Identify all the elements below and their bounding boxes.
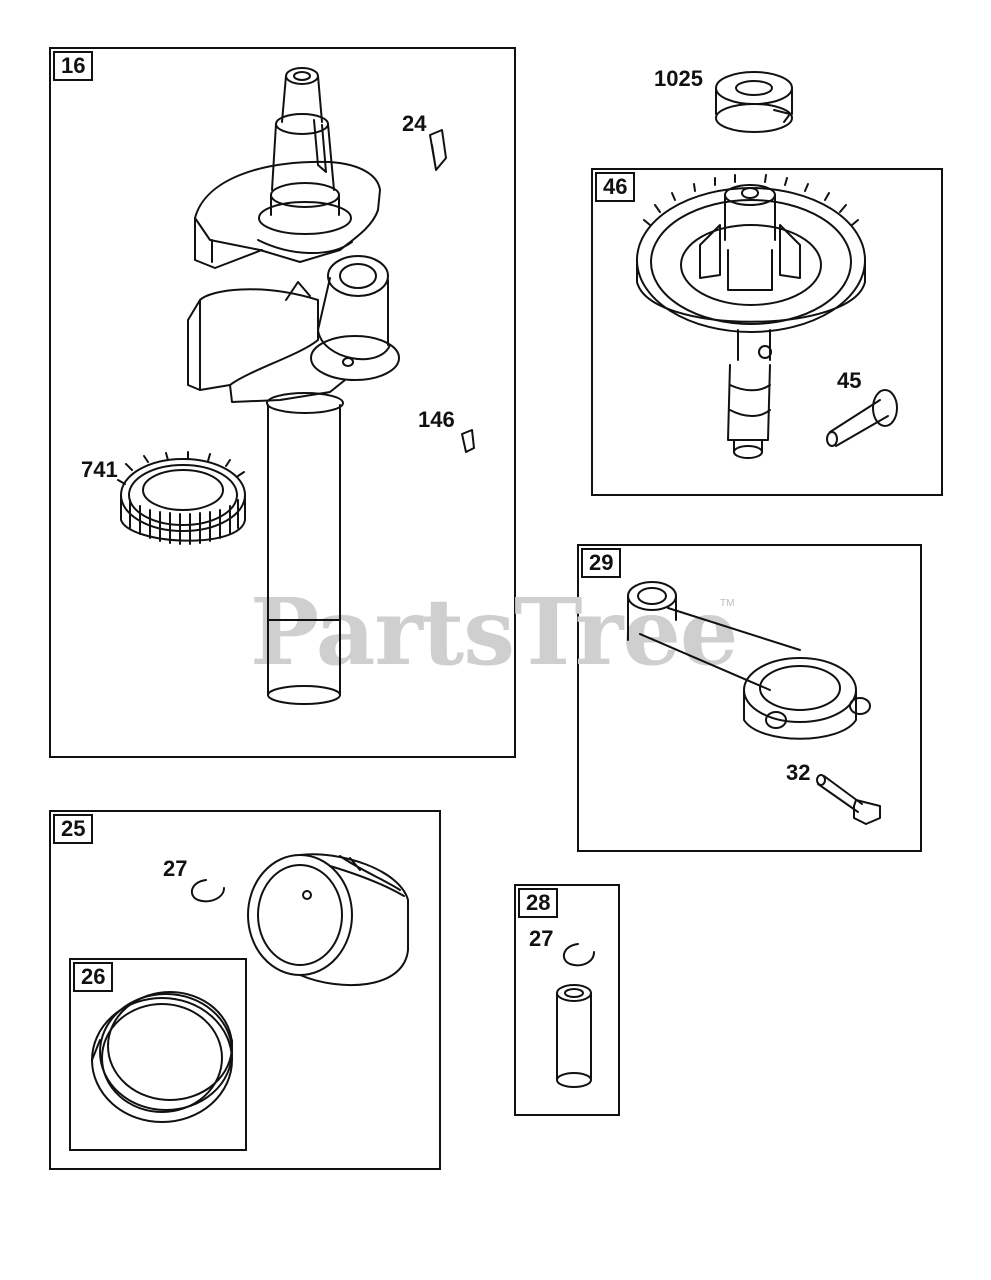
- group-box-25: 25: [49, 810, 441, 1170]
- callout-24: 24: [402, 111, 427, 136]
- key-146-part: [461, 429, 475, 453]
- key-24-part: [429, 129, 447, 171]
- group-label-16: 16: [53, 51, 94, 81]
- group-label-29: 29: [581, 548, 622, 578]
- group-label-26: 26: [73, 962, 114, 992]
- callout-27-group-25: 27: [163, 856, 188, 881]
- group-box-16: 16: [49, 47, 516, 758]
- callout-146: 146: [418, 407, 455, 432]
- piston-rings-26-part: [91, 991, 233, 1123]
- callout-45: 45: [837, 368, 862, 393]
- camshaft-gear-46-part: [636, 174, 866, 459]
- gear-741-part: [117, 451, 246, 545]
- group-label-28: 28: [518, 888, 559, 918]
- piston-25-part: [247, 853, 409, 987]
- washer-1025-part: [715, 71, 793, 133]
- callout-27-group-28: 27: [529, 926, 554, 951]
- callout-1025: 1025: [654, 66, 703, 91]
- group-box-28: 28: [514, 884, 620, 1116]
- watermark-trademark: TM: [720, 598, 735, 609]
- bolt-32-part: [816, 774, 881, 825]
- group-box-46: 46: [591, 168, 943, 496]
- group-label-25: 25: [53, 814, 94, 844]
- callout-32: 32: [786, 760, 811, 785]
- group-label-46: 46: [595, 172, 636, 202]
- callout-741: 741: [81, 457, 118, 482]
- group-box-26: 26: [69, 958, 247, 1151]
- pin-45-part: [826, 389, 898, 447]
- group-box-29: 29: [577, 544, 922, 852]
- connecting-rod-29-part: [627, 581, 871, 740]
- circlip-27-part-a: [190, 879, 225, 903]
- crankshaft-part: [187, 67, 400, 705]
- circlip-27-part-b: [562, 943, 595, 967]
- wrist-pin-28-part: [556, 984, 592, 1088]
- watermark-brand: PartsTree: [250, 578, 738, 686]
